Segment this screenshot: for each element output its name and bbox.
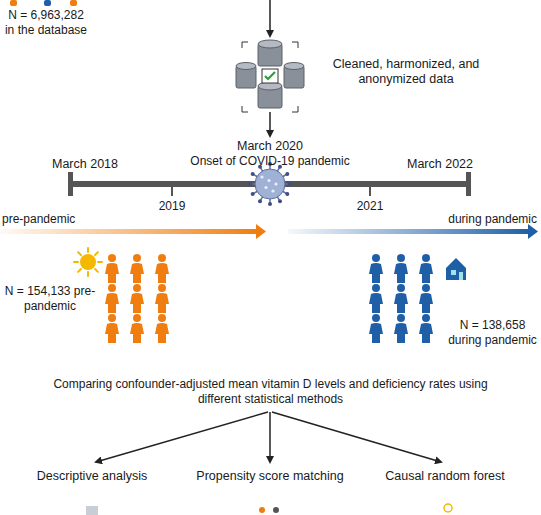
event-label: Onset of COVID-19 pandemic bbox=[160, 154, 380, 169]
flow-arrow bbox=[269, 0, 271, 36]
people-icons bbox=[105, 254, 433, 343]
flow-arrow bbox=[269, 112, 271, 136]
method-label: Causal random forest bbox=[360, 469, 530, 484]
sun-icon bbox=[74, 248, 102, 276]
method-icons bbox=[86, 504, 452, 515]
period-arrows bbox=[0, 224, 538, 239]
method-arrows bbox=[96, 412, 441, 462]
method-label: Propensity score matching bbox=[175, 469, 365, 484]
people-top bbox=[10, 0, 77, 6]
date-label: March 2018 bbox=[35, 157, 135, 172]
date-label: March 2020 bbox=[205, 139, 335, 154]
year-label: 2019 bbox=[147, 199, 197, 214]
population-count: N = 6,963,282 in the database bbox=[2, 8, 90, 38]
period-label: during pandemic bbox=[400, 212, 537, 227]
year-label: 2021 bbox=[345, 199, 395, 214]
process-note: Cleaned, harmonized, and anonymized data bbox=[322, 57, 490, 87]
database-icon bbox=[236, 40, 304, 112]
house-icon bbox=[446, 258, 466, 280]
sample-count: N = 138,658 during pandemic bbox=[446, 318, 539, 348]
sample-count: N = 154,133 pre-pandemic bbox=[2, 284, 98, 314]
virus-icon bbox=[248, 162, 292, 206]
period-label: pre-pandemic bbox=[2, 212, 122, 227]
method-label: Descriptive analysis bbox=[7, 469, 177, 484]
date-label: March 2022 bbox=[390, 157, 490, 172]
analysis-aim: Comparing confounder-adjusted mean vitam… bbox=[40, 377, 501, 407]
